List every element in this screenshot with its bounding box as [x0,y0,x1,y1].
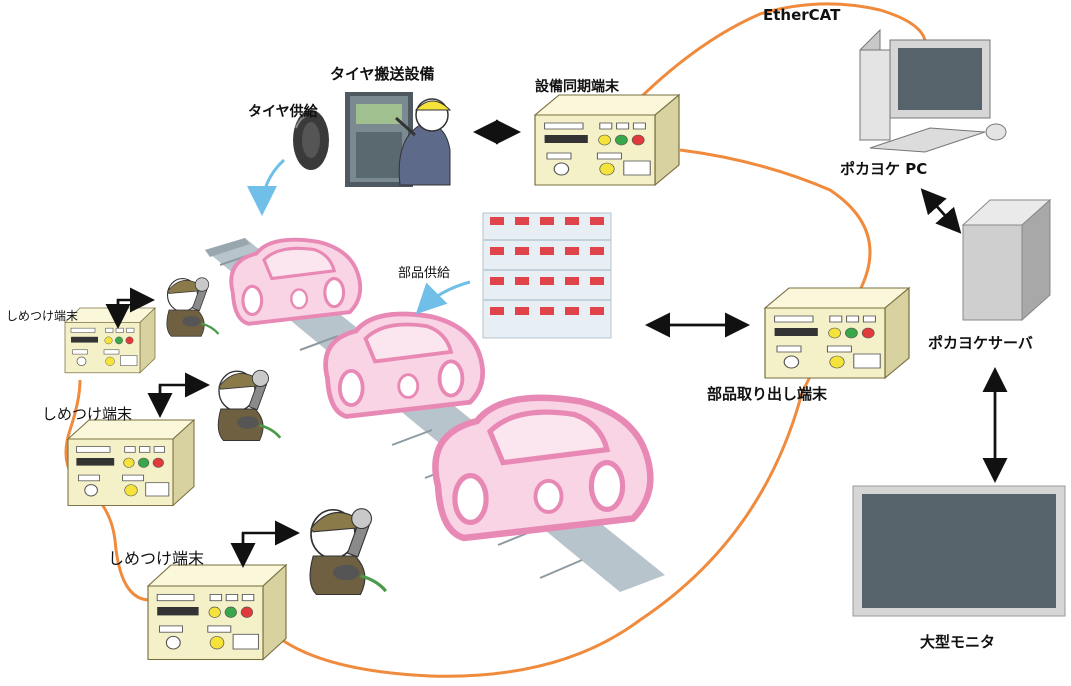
tire-supply-label: タイヤ供給 [248,104,318,120]
tightening-terminal-3-label: しめつけ端末 [108,549,205,568]
tire-transport-equipment [345,92,452,187]
ethercat-label: EtherCAT [763,6,841,24]
parts-supply-arrow [415,280,471,315]
tightening-terminal-2 [67,419,195,507]
tightening-terminal-3 [147,564,287,661]
network-cable-loop [258,148,872,678]
tire-transport-label: タイヤ搬送設備 [330,65,435,83]
parts-pick-terminal-label: 部品取り出し端末 [707,385,828,403]
ethercat-cable [638,2,927,100]
worker-2 [216,368,282,442]
worker-1 [165,276,220,338]
sync-terminal-label: 設備同期端末 [535,79,619,95]
tire-supply-arrow [247,158,286,216]
tightening-terminal-1-label: しめつけ端末 [6,309,79,323]
large-monitor-label: 大型モニタ [920,633,996,651]
tire-icon [293,110,329,170]
pokayoke-pc [859,28,1007,153]
worker-3 [308,507,388,597]
connection-arrows [105,119,1008,568]
parts-supply-label: 部品供給 [398,266,451,281]
tightening-terminal-1 [64,307,156,374]
large-monitor [852,485,1066,617]
parts-picking-terminal [764,287,910,379]
tightening-terminal-2-label: しめつけ端末 [42,405,133,423]
pokayoke-server [961,198,1052,322]
pokayoke-server-label: ポカヨケサーバ [928,334,1033,352]
equipment-sync-terminal [534,94,680,186]
pokayoke-pc-label: ポカヨケ PC [840,160,928,178]
parts-shelf [482,212,612,339]
